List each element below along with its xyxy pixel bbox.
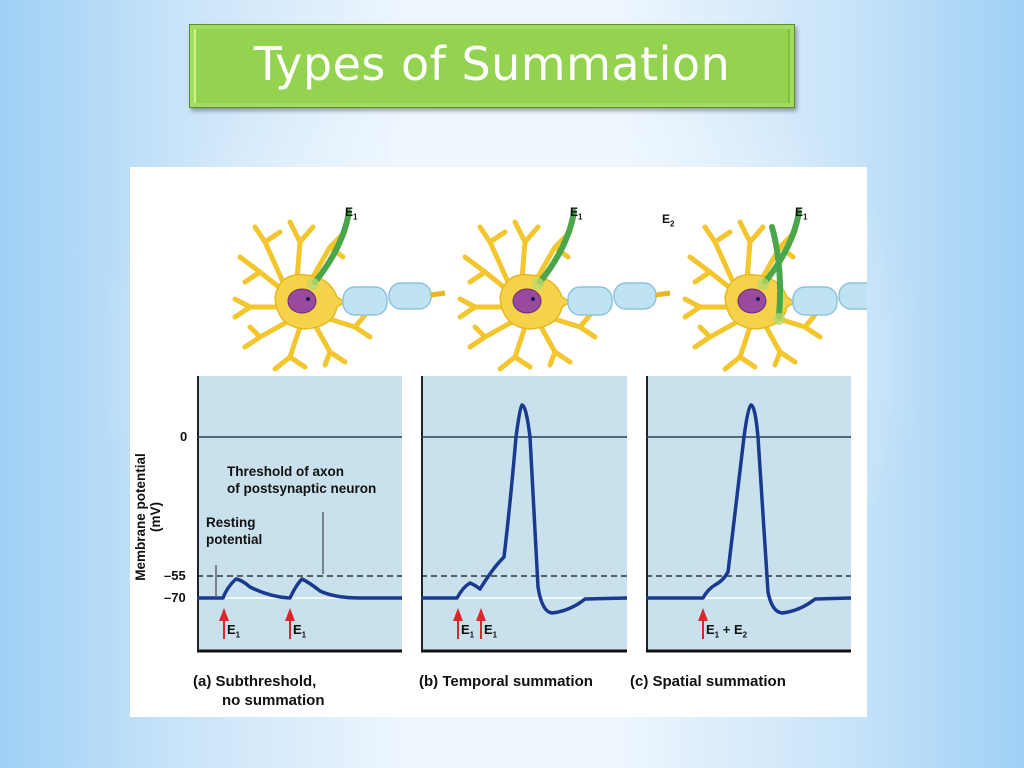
slide-title-box: Types of Summation	[189, 24, 795, 108]
stimulus-label-c: E1 + E2	[706, 622, 748, 640]
neuron-illustration-b	[460, 209, 670, 369]
stimulus-arrows	[219, 608, 708, 639]
neuron-illustration-a	[235, 209, 445, 369]
resting-annotation: Resting potential	[206, 514, 262, 548]
y-tick-minus-55: –55	[164, 568, 186, 583]
resting-line2: potential	[206, 532, 263, 547]
plot-a	[197, 376, 402, 653]
neuron-c-input-label-e1: E1	[795, 205, 808, 222]
neuron-a-input-label: E1	[345, 205, 358, 222]
y-axis-label: Membrane potential (mV)	[133, 453, 163, 581]
caption-a-line2: no summation	[222, 692, 325, 709]
arrow-icon	[453, 608, 463, 639]
threshold-annotation: Threshold of axon of postsynaptic neuron	[227, 463, 376, 497]
y-tick-minus-70: –70	[164, 590, 186, 605]
summation-figure: E1 E1 E2 E1 Membrane potential (mV) 0 –5…	[130, 167, 867, 717]
plot-c	[646, 376, 852, 653]
arrow-icon	[219, 608, 229, 639]
caption-b: (b) Temporal summation	[419, 673, 593, 690]
stimulus-label-b2: E1	[484, 622, 498, 640]
neuron-b-input-label: E1	[570, 205, 583, 222]
resting-line1: Resting	[206, 515, 256, 530]
threshold-line1: Threshold of axon	[227, 464, 345, 479]
neuron-c-input-label-e2: E2	[662, 212, 675, 229]
caption-c: (c) Spatial summation	[630, 673, 786, 690]
slide-title: Types of Summation	[253, 37, 731, 91]
caption-a-line1: (a) Subthreshold,	[193, 673, 317, 690]
stimulus-label-a2: E1	[293, 622, 307, 640]
caption-a: (a) Subthreshold, no summation	[193, 672, 325, 710]
y-tick-0: 0	[180, 429, 188, 444]
threshold-line2: of postsynaptic neuron	[227, 481, 377, 496]
plot-b	[421, 376, 628, 653]
figure-graphics	[197, 209, 867, 653]
arrow-icon	[698, 608, 708, 639]
stimulus-label-b1: E1	[461, 622, 475, 640]
stimulus-label-a1: E1	[227, 622, 241, 640]
arrow-icon	[476, 608, 486, 639]
arrow-icon	[285, 608, 295, 639]
neuron-illustration-c	[685, 209, 867, 369]
